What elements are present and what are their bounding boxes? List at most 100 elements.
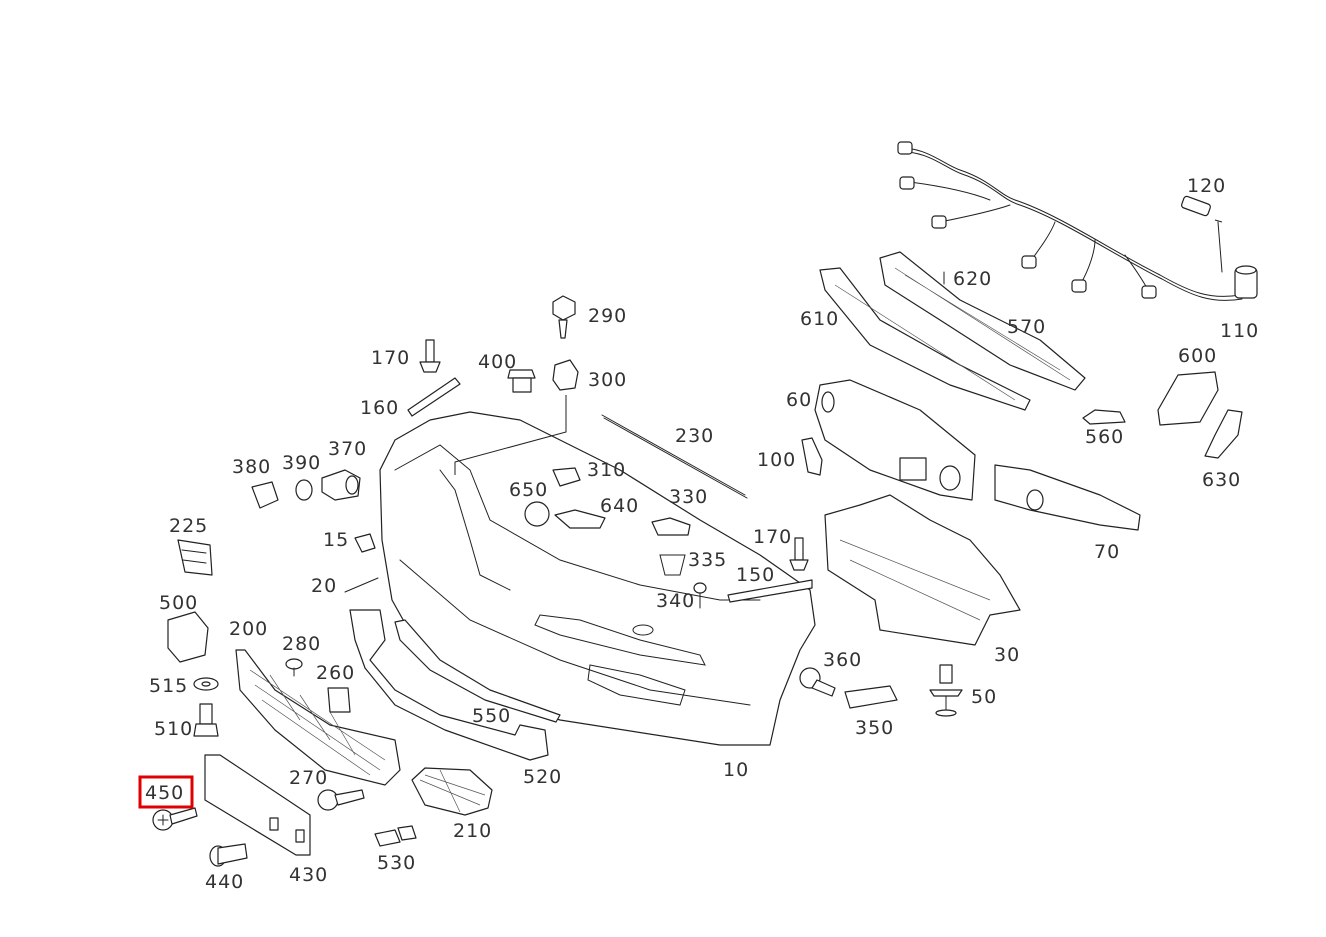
callout-170-right[interactable]: 170 [753, 526, 792, 548]
callout-350[interactable]: 350 [855, 717, 894, 739]
strip-630[interactable] [1204, 409, 1243, 459]
callout-360[interactable]: 360 [823, 649, 862, 671]
support-70[interactable] [994, 464, 1141, 531]
rivet-340[interactable] [693, 582, 707, 609]
plate-430[interactable] [204, 754, 311, 856]
callout-450[interactable]: 450 [145, 782, 184, 804]
callout-170-left[interactable]: 170 [371, 347, 410, 369]
callout-290[interactable]: 290 [588, 305, 627, 327]
callout-430[interactable]: 430 [289, 864, 328, 886]
callout-100[interactable]: 100 [757, 449, 796, 471]
callout-515[interactable]: 515 [149, 675, 188, 697]
strip-160[interactable] [407, 377, 461, 417]
callout-120[interactable]: 120 [1187, 175, 1226, 197]
callout-650[interactable]: 650 [509, 479, 548, 501]
callout-440[interactable]: 440 [205, 871, 244, 893]
callout-10[interactable]: 10 [723, 759, 749, 781]
callout-390[interactable]: 390 [282, 452, 321, 474]
strip-15[interactable] [354, 533, 376, 553]
callout-630[interactable]: 630 [1202, 469, 1241, 491]
bolt-400[interactable] [507, 369, 536, 393]
callout-510[interactable]: 510 [154, 718, 193, 740]
strip-550[interactable] [394, 619, 561, 723]
cover-640[interactable] [554, 509, 606, 529]
callout-230[interactable]: 230 [675, 425, 714, 447]
bracket-330[interactable] [651, 517, 691, 536]
callout-50[interactable]: 50 [971, 686, 997, 708]
callout-210[interactable]: 210 [453, 820, 492, 842]
highlight-box [138, 775, 194, 809]
strip-150[interactable] [727, 579, 813, 603]
bolt-290[interactable] [552, 295, 576, 339]
callout-500[interactable]: 500 [159, 592, 198, 614]
rod-20[interactable] [344, 577, 379, 593]
callout-560[interactable]: 560 [1085, 426, 1124, 448]
sensor-370[interactable] [321, 469, 361, 501]
bracket-100[interactable] [801, 437, 823, 476]
grille-200[interactable] [235, 649, 401, 786]
bolt-360[interactable] [799, 667, 836, 697]
screw-270[interactable] [317, 789, 365, 811]
callout-520[interactable]: 520 [523, 766, 562, 788]
callout-330[interactable]: 330 [669, 486, 708, 508]
callout-70[interactable]: 70 [1094, 541, 1120, 563]
callout-30[interactable]: 30 [994, 644, 1020, 666]
cover-600[interactable] [1157, 371, 1219, 426]
carrier-30[interactable] [824, 494, 1021, 646]
callout-15[interactable]: 15 [323, 529, 349, 551]
bolt-510[interactable] [193, 703, 219, 737]
clip-335[interactable] [659, 554, 686, 576]
callout-225[interactable]: 225 [169, 515, 208, 537]
nut-310[interactable] [552, 467, 581, 487]
callout-550[interactable]: 550 [472, 705, 511, 727]
callout-340[interactable]: 340 [656, 590, 695, 612]
callout-150[interactable]: 150 [736, 564, 775, 586]
callout-570[interactable]: 570 [1007, 316, 1046, 338]
callout-310[interactable]: 310 [587, 459, 626, 481]
callout-600[interactable]: 600 [1178, 345, 1217, 367]
callout-380[interactable]: 380 [232, 456, 271, 478]
screw-450[interactable] [152, 807, 198, 831]
callout-260[interactable]: 260 [316, 662, 355, 684]
callout-370[interactable]: 370 [328, 438, 367, 460]
bracket-225[interactable] [177, 539, 213, 576]
plug-650[interactable] [524, 501, 550, 527]
bracket-520[interactable] [349, 609, 549, 761]
callout-610[interactable]: 610 [800, 308, 839, 330]
bracket-500[interactable] [167, 611, 209, 663]
callout-160[interactable]: 160 [360, 397, 399, 419]
bracket-260[interactable] [327, 687, 351, 713]
bracket-350[interactable] [844, 685, 898, 709]
clip-280[interactable] [285, 658, 303, 677]
rivet-530[interactable] [374, 825, 417, 847]
callout-110[interactable]: 110 [1220, 320, 1259, 342]
callout-280[interactable]: 280 [282, 633, 321, 655]
wiring-harness[interactable] [897, 141, 1258, 301]
rod-230[interactable] [601, 414, 748, 499]
callout-20[interactable]: 20 [311, 575, 337, 597]
callout-640[interactable]: 640 [600, 495, 639, 517]
clip-300[interactable] [552, 359, 579, 391]
rivet-170-right[interactable] [789, 537, 809, 571]
sensor-380[interactable] [251, 481, 279, 509]
callout-270[interactable]: 270 [289, 767, 328, 789]
bracket-560[interactable] [1082, 409, 1126, 425]
rivet-170-left[interactable] [419, 339, 441, 373]
callout-200[interactable]: 200 [229, 618, 268, 640]
trim-strip-570[interactable] [879, 251, 1086, 391]
ring-390[interactable] [295, 479, 313, 501]
grille-insert-210[interactable] [411, 767, 493, 816]
trim-strip-610[interactable] [819, 267, 1031, 411]
callout-60[interactable]: 60 [786, 389, 812, 411]
callout-620[interactable]: 620 [953, 268, 992, 290]
absorber-60[interactable] [814, 379, 976, 501]
callout-400[interactable]: 400 [478, 351, 517, 373]
callout-530[interactable]: 530 [377, 852, 416, 874]
screw-50[interactable] [929, 664, 963, 717]
callout-335[interactable]: 335 [688, 549, 727, 571]
bolt-440[interactable] [209, 843, 248, 867]
leader-line [1214, 219, 1223, 223]
callout-300[interactable]: 300 [588, 369, 627, 391]
washer-515[interactable] [193, 677, 219, 691]
